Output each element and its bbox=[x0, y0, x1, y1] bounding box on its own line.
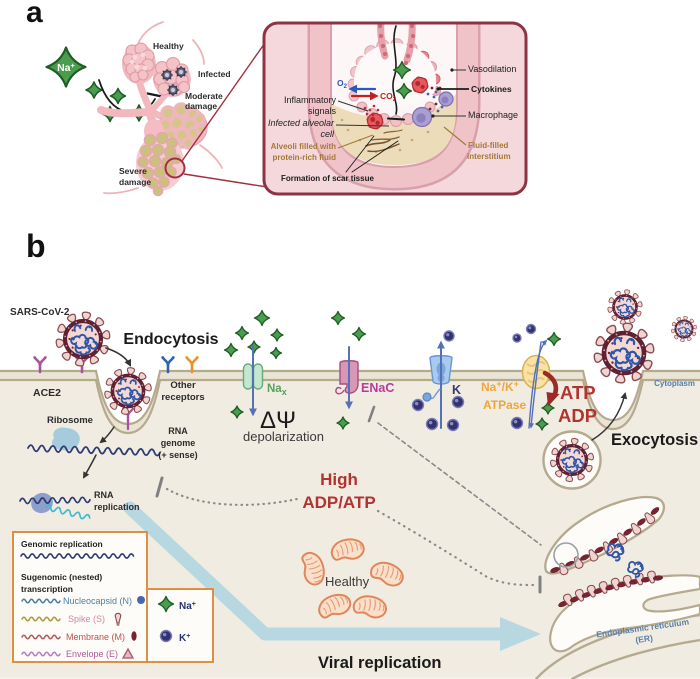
svg-text:K: K bbox=[452, 383, 461, 397]
svg-text:Infected alveolar: Infected alveolar bbox=[268, 118, 335, 128]
svg-text:Cytoplasm: Cytoplasm bbox=[654, 379, 695, 388]
svg-text:Na+/K+: Na+/K+ bbox=[481, 379, 519, 394]
svg-text:transcription: transcription bbox=[21, 584, 73, 594]
svg-text:RNA: RNA bbox=[168, 426, 188, 436]
svg-text:Ribosome: Ribosome bbox=[47, 415, 93, 426]
svg-text:Fluid-filled: Fluid-filled bbox=[468, 141, 509, 150]
svg-text:Endocytosis: Endocytosis bbox=[123, 331, 218, 348]
svg-text:Alveoli filled with: Alveoli filled with bbox=[271, 142, 336, 151]
svg-text:Nucleocapsid (N): Nucleocapsid (N) bbox=[63, 596, 132, 606]
svg-text:protein-rich fluid: protein-rich fluid bbox=[272, 153, 336, 162]
svg-text:Other: Other bbox=[170, 380, 196, 391]
svg-text:receptors: receptors bbox=[161, 392, 204, 403]
svg-text:Genomic replication: Genomic replication bbox=[21, 539, 103, 549]
svg-text:ΔΨ: ΔΨ bbox=[260, 407, 296, 434]
svg-text:CO2: CO2 bbox=[380, 91, 397, 103]
svg-text:ADP/ATP: ADP/ATP bbox=[302, 493, 375, 512]
svg-text:O2: O2 bbox=[337, 78, 348, 90]
svg-text:genome: genome bbox=[161, 438, 196, 448]
svg-text:Healthy: Healthy bbox=[325, 574, 370, 589]
svg-text:ADP: ADP bbox=[558, 405, 597, 426]
svg-text:Inflammatory: Inflammatory bbox=[284, 95, 337, 105]
svg-text:Viral replication: Viral replication bbox=[318, 654, 442, 672]
svg-text:(+ sense): (+ sense) bbox=[158, 450, 197, 460]
svg-text:ENaC: ENaC bbox=[361, 381, 394, 395]
svg-text:a: a bbox=[26, 0, 43, 29]
svg-text:(ER): (ER) bbox=[635, 633, 654, 645]
svg-text:Na+: Na+ bbox=[179, 601, 196, 612]
svg-text:Envelope (E): Envelope (E) bbox=[66, 649, 118, 659]
svg-text:ATPase: ATPase bbox=[483, 398, 526, 412]
svg-text:Moderate: Moderate bbox=[185, 91, 223, 101]
svg-text:Membrane (M): Membrane (M) bbox=[66, 632, 125, 642]
svg-text:ATP: ATP bbox=[560, 382, 596, 403]
svg-text:Severe: Severe bbox=[119, 166, 147, 176]
svg-text:Healthy: Healthy bbox=[153, 41, 184, 51]
svg-text:damage: damage bbox=[119, 177, 151, 187]
svg-text:interstitium: interstitium bbox=[467, 152, 511, 161]
svg-text:replication: replication bbox=[94, 502, 140, 512]
svg-text:damage: damage bbox=[185, 101, 217, 111]
svg-text:Formation of scar tissue: Formation of scar tissue bbox=[281, 174, 374, 183]
svg-text:Macrophage: Macrophage bbox=[468, 110, 518, 120]
svg-text:SARS-CoV-2: SARS-CoV-2 bbox=[10, 307, 70, 318]
svg-text:depolarization: depolarization bbox=[243, 429, 324, 444]
svg-text:Sugenomic (nested): Sugenomic (nested) bbox=[21, 572, 102, 582]
svg-text:Spike (S): Spike (S) bbox=[68, 614, 105, 624]
svg-text:K+: K+ bbox=[179, 633, 190, 644]
svg-text:b: b bbox=[26, 228, 46, 264]
svg-text:Exocytosis: Exocytosis bbox=[611, 431, 698, 449]
svg-text:Cytokines: Cytokines bbox=[471, 84, 512, 94]
svg-text:Nax: Nax bbox=[267, 383, 287, 397]
svg-text:signals: signals bbox=[308, 106, 337, 116]
svg-text:cell: cell bbox=[320, 129, 335, 139]
svg-text:Infected: Infected bbox=[198, 69, 231, 79]
svg-text:ACE2: ACE2 bbox=[33, 387, 61, 399]
svg-text:RNA: RNA bbox=[94, 490, 114, 500]
svg-text:Vasodilation: Vasodilation bbox=[468, 64, 516, 74]
svg-text:High: High bbox=[320, 470, 358, 489]
